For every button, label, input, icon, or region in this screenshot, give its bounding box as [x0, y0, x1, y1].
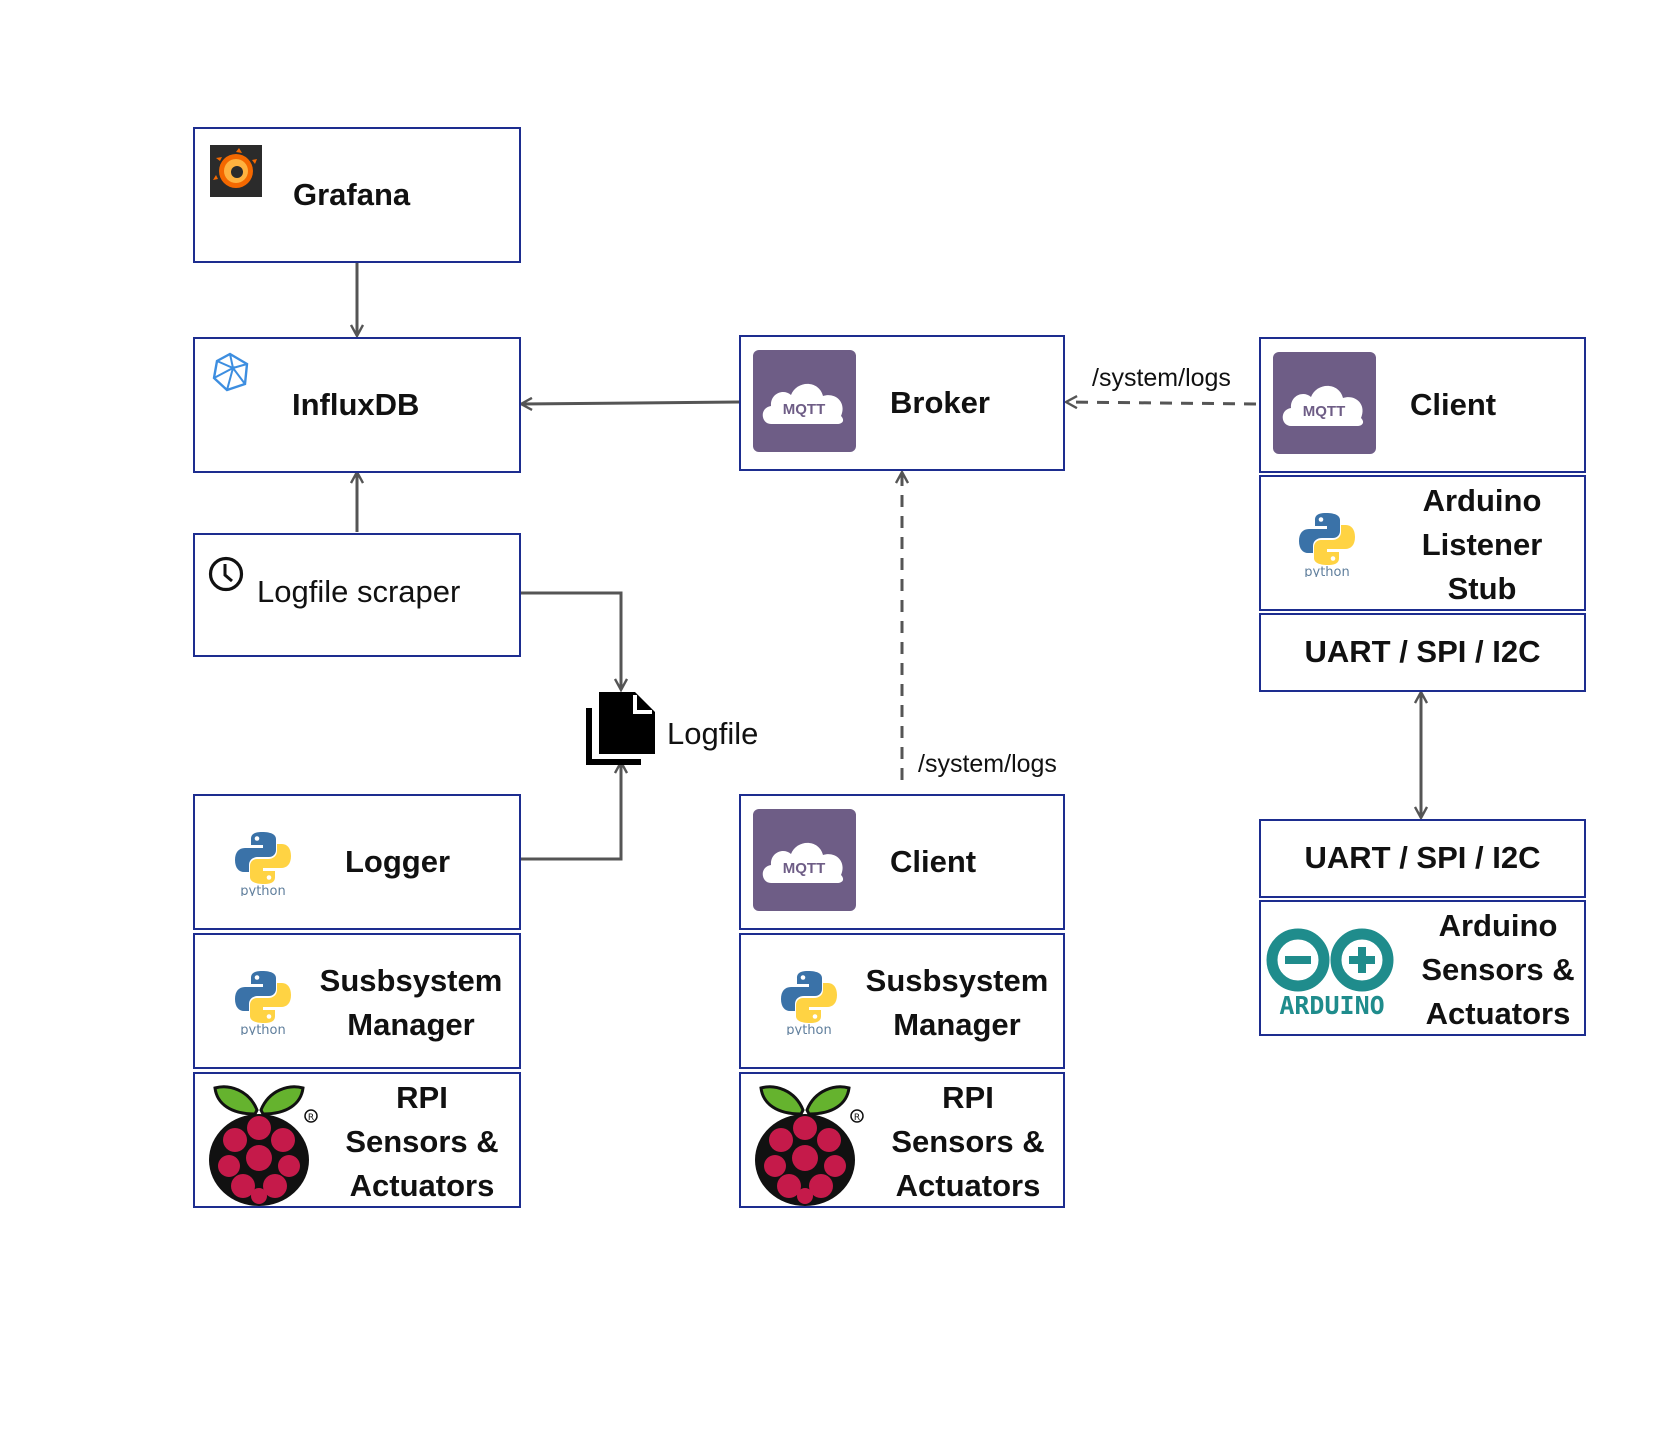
node-label-line1: Arduino — [1438, 908, 1558, 943]
clock-icon — [208, 556, 244, 592]
grafana-icon — [210, 145, 262, 197]
node-label: Logger — [345, 844, 451, 879]
logfile-scraper-node[interactable]: Logfile scraper — [193, 533, 521, 657]
node-label: Client — [890, 844, 977, 879]
node-label-line1: RPI — [942, 1080, 994, 1115]
svg-text:python: python — [240, 1023, 285, 1035]
client-right-node[interactable]: MQTT Client — [1259, 337, 1586, 473]
mqtt-icon: MQTT — [1273, 352, 1376, 454]
svg-text:R: R — [854, 1113, 860, 1123]
uart-bottom-node[interactable]: UART / SPI / I2C — [1259, 819, 1586, 898]
svg-text:python: python — [786, 1023, 831, 1035]
subsystem-manager-left-node[interactable]: python Susbsystem Manager — [193, 933, 521, 1069]
node-label: UART / SPI / I2C — [1304, 634, 1541, 669]
arduino-listener-node[interactable]: python Arduino Listener Stub — [1259, 475, 1586, 611]
node-label-line3: Actuators — [349, 1168, 495, 1203]
python-icon: python — [1299, 513, 1355, 577]
svg-text:MQTT: MQTT — [783, 401, 826, 418]
svg-text:MQTT: MQTT — [1303, 403, 1346, 420]
mqtt-icon: MQTT — [753, 809, 856, 911]
edge-scraper-logfile — [520, 591, 621, 690]
node-label-line2: Sensors & — [1421, 952, 1575, 987]
node-label: Grafana — [293, 177, 411, 212]
rpi-mid-node[interactable]: R RPI Sensors & Actuators — [739, 1072, 1065, 1208]
node-label-line3: Stub — [1447, 571, 1517, 606]
broker-node[interactable]: MQTT Broker — [739, 335, 1065, 471]
edge-logger-logfile — [520, 762, 621, 861]
svg-text:MQTT: MQTT — [783, 860, 826, 877]
rpi-left-node[interactable]: R RPI Sensors & Actuators — [193, 1072, 521, 1208]
node-label: Broker — [890, 385, 990, 420]
edge-label-topic-broker: /system/logs — [1092, 364, 1231, 392]
node-label-line2: Manager — [347, 1007, 475, 1042]
svg-text:R: R — [308, 1113, 314, 1123]
logfile-label: Logfile — [667, 716, 759, 751]
node-label-line2: Listener — [1421, 527, 1543, 562]
node-label-line2: Manager — [893, 1007, 1021, 1042]
node-label-line1: Susbsystem — [865, 963, 1049, 998]
node-label: UART / SPI / I2C — [1304, 840, 1541, 875]
grafana-node[interactable]: Grafana — [193, 127, 521, 263]
influxdb-node[interactable]: InfluxDB — [193, 337, 521, 473]
node-label-line3: Actuators — [1425, 996, 1571, 1031]
subsystem-manager-mid-node[interactable]: python Susbsystem Manager — [739, 933, 1065, 1069]
edge-broker-influxdb — [521, 402, 740, 404]
svg-text:python: python — [240, 884, 285, 896]
node-label-line1: Arduino — [1422, 483, 1542, 518]
edge-client-broker — [1066, 402, 1257, 404]
node-label-line1: RPI — [396, 1080, 448, 1115]
node-label: InfluxDB — [292, 387, 420, 422]
node-label-line1: Susbsystem — [319, 963, 503, 998]
logger-node[interactable]: python Logger — [193, 794, 521, 930]
node-label: Client — [1410, 387, 1497, 422]
python-icon: python — [235, 832, 291, 896]
arduino-icon: ARDUINO — [1266, 928, 1394, 1020]
client-mid-node[interactable]: MQTT Client — [739, 794, 1065, 930]
python-icon: python — [235, 971, 291, 1035]
raspberry-pi-icon: R — [209, 1085, 318, 1206]
raspberry-pi-icon: R — [755, 1085, 864, 1206]
node-label: Logfile scraper — [257, 574, 461, 609]
node-label-line2: Sensors & — [891, 1124, 1045, 1159]
python-icon: python — [781, 971, 837, 1035]
influxdb-icon — [212, 352, 249, 392]
svg-text:python: python — [1304, 565, 1349, 577]
uart-top-node[interactable]: UART / SPI / I2C — [1259, 613, 1586, 692]
mqtt-icon: MQTT — [753, 350, 856, 452]
node-label-line2: Sensors & — [345, 1124, 499, 1159]
svg-text:ARDUINO: ARDUINO — [1279, 991, 1384, 1020]
edge-label-topic-midclient: /system/logs — [918, 750, 1057, 778]
document-icon — [586, 692, 655, 765]
node-label-line3: Actuators — [895, 1168, 1041, 1203]
arduino-hardware-node[interactable]: ARDUINO Arduino Sensors & Actuators — [1259, 900, 1586, 1036]
